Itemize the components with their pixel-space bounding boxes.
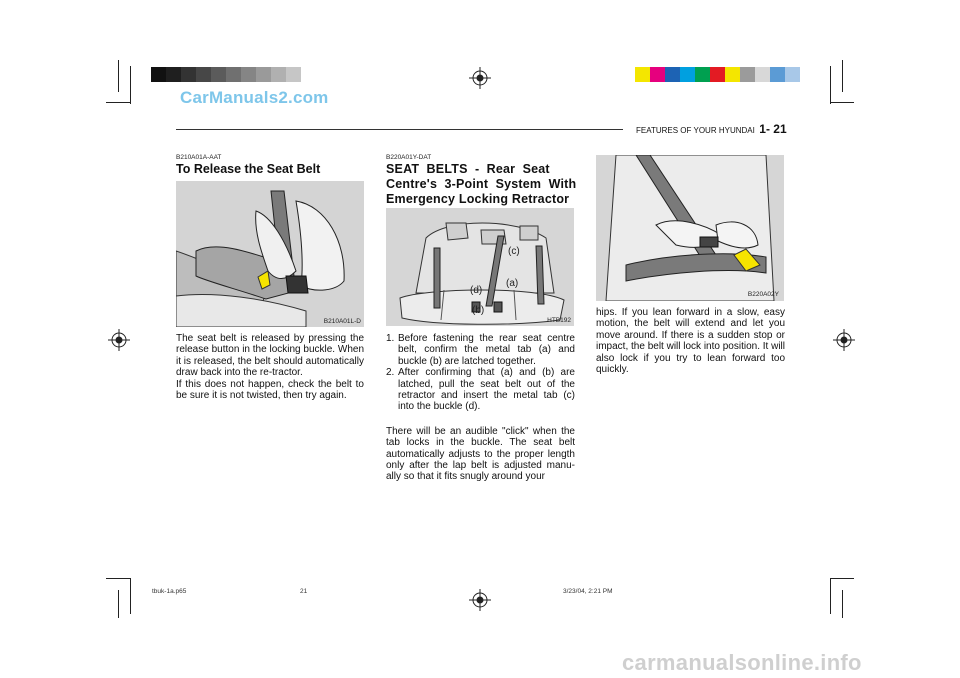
rear-seat-drawing <box>386 208 574 326</box>
footer-file: tbuk-1a.p65 <box>152 588 187 595</box>
left-body: The seat belt is released by pressing th… <box>176 333 364 401</box>
release-paragraph: The seat belt is released by pressing th… <box>176 333 364 379</box>
list-item: 1. Before fastening the rear seat centre… <box>386 333 575 367</box>
color-swatch <box>256 67 271 82</box>
color-swatch <box>271 67 286 82</box>
step-text: After confirming that (a) and (b) are la… <box>398 367 575 413</box>
middle-body: 1. Before fastening the rear seat centre… <box>386 333 575 483</box>
color-swatch <box>181 67 196 82</box>
section-title: SEAT BELTS - Rear Seat Centre's 3-Point … <box>386 162 576 207</box>
color-swatch <box>680 67 695 82</box>
figure-label: B210A01L-D <box>323 318 361 325</box>
footer-timestamp: 3/23/04, 2:21 PM <box>563 588 613 595</box>
seat-belt-release-drawing <box>176 181 364 327</box>
color-swatch <box>286 67 301 82</box>
running-title: FEATURES OF YOUR HYUNDAI <box>636 126 755 135</box>
running-header: FEATURES OF YOUR HYUNDAI 1- 21 <box>636 122 787 136</box>
color-swatch <box>151 67 166 82</box>
crop-mark <box>842 590 843 618</box>
crop-mark <box>830 578 854 579</box>
check-paragraph: If this does not happen, check the belt … <box>176 378 364 402</box>
crop-mark <box>130 578 131 614</box>
step-number: 2. <box>386 367 395 379</box>
crop-mark <box>106 102 130 103</box>
crop-mark <box>842 60 843 92</box>
steps-list: 1. Before fastening the rear seat centre… <box>386 333 575 413</box>
color-swatch <box>196 67 211 82</box>
crop-mark <box>830 66 831 104</box>
title-line: Centre's 3-Point System With <box>386 177 577 191</box>
title-line: Emergency Locking Retractor <box>386 192 570 206</box>
watermark-top[interactable]: CarManuals2.com <box>180 88 329 107</box>
header-rule <box>176 129 623 130</box>
registration-mark-icon <box>108 329 130 351</box>
page-number: 1- 21 <box>759 122 787 136</box>
figure-label: HTB192 <box>547 317 571 324</box>
step-text: Before fastening the rear seat centre be… <box>398 333 575 367</box>
color-swatch <box>695 67 710 82</box>
color-swatch <box>635 67 650 82</box>
color-swatch <box>725 67 740 82</box>
section-code: B210A01A-AAT <box>176 154 222 161</box>
callout-label: (d) <box>470 285 483 296</box>
color-swatch <box>665 67 680 82</box>
crop-mark <box>830 578 831 614</box>
crop-mark <box>830 102 854 103</box>
cmyk-color-bar <box>635 67 800 82</box>
color-swatch <box>740 67 755 82</box>
registration-mark-icon <box>469 67 491 89</box>
color-swatch <box>710 67 725 82</box>
crop-mark <box>106 578 130 579</box>
lean-forward-illustration: B220A02Y <box>596 155 784 301</box>
color-swatch <box>755 67 770 82</box>
click-paragraph: There will be an audible "click" when th… <box>386 425 575 483</box>
watermark-bottom: carmanualsonline.info <box>622 650 862 675</box>
callout-label: (a) <box>506 278 519 289</box>
callout-label: (c) <box>508 246 520 257</box>
step-number: 1. <box>386 333 395 344</box>
color-swatch <box>241 67 256 82</box>
color-swatch <box>770 67 785 82</box>
color-swatch <box>211 67 226 82</box>
color-swatch <box>226 67 241 82</box>
grayscale-color-bar <box>151 67 301 82</box>
figure-label: B220A02Y <box>747 291 779 298</box>
lap-belt-drawing <box>596 155 784 301</box>
color-swatch <box>166 67 181 82</box>
section-code: B220A01Y-DAT <box>386 154 432 161</box>
crop-mark <box>130 66 131 104</box>
crop-mark <box>118 590 119 618</box>
registration-mark-icon <box>469 589 491 611</box>
callout-label: (b) <box>472 305 485 316</box>
color-swatch <box>650 67 665 82</box>
section-title: To Release the Seat Belt <box>176 162 321 176</box>
hips-paragraph: hips. If you lean forward in a slow, eas… <box>596 307 785 376</box>
list-item: 2. After confirming that (a) and (b) are… <box>386 367 575 413</box>
registration-mark-icon <box>833 329 855 351</box>
color-swatch <box>785 67 800 82</box>
footer-page: 21 <box>300 588 308 595</box>
crop-mark <box>118 60 119 92</box>
title-line: SEAT BELTS - Rear Seat <box>386 162 550 176</box>
release-seat-belt-illustration: B210A01L-D <box>176 181 364 327</box>
rear-seat-illustration: (c) (a) (d) (b) HTB192 <box>386 208 574 326</box>
